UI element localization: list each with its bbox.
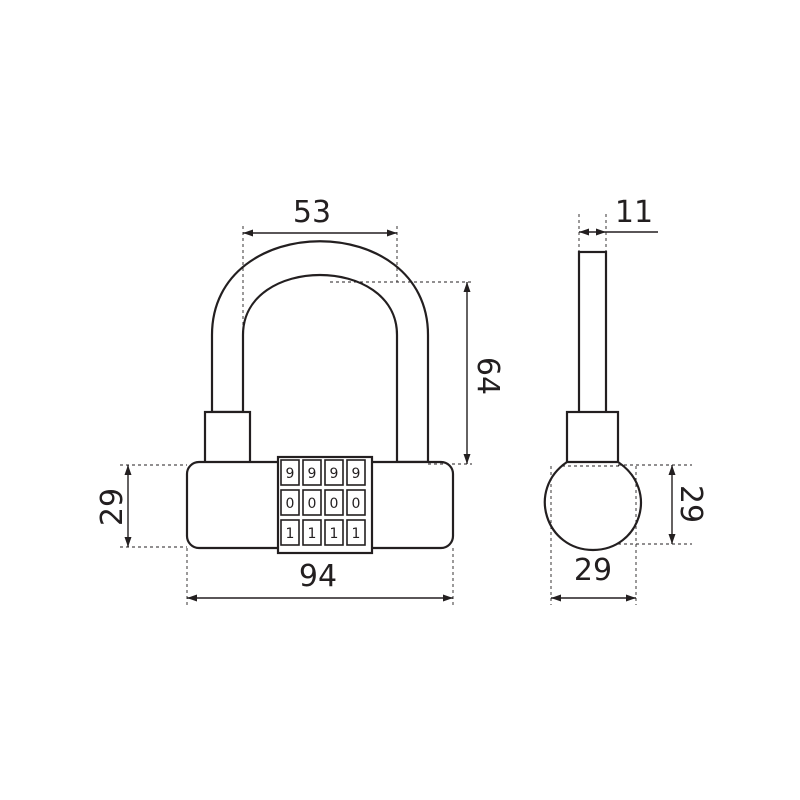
dim-body-depth: 29 bbox=[550, 466, 637, 605]
dial-digit: 1 bbox=[330, 526, 339, 542]
side-view bbox=[543, 250, 643, 552]
body-height-side-label: 29 bbox=[673, 485, 708, 523]
dial-cell bbox=[324, 459, 344, 486]
dim-shackle-diameter: 11 bbox=[578, 195, 658, 252]
shackle-diameter-label: 11 bbox=[615, 195, 653, 230]
body-depth-label: 29 bbox=[574, 553, 612, 588]
dim-shackle-width: 53 bbox=[242, 195, 398, 330]
dial-digit: 9 bbox=[330, 466, 339, 482]
dial-cell bbox=[302, 489, 322, 516]
dial-digit: 0 bbox=[286, 496, 295, 512]
u-shackle bbox=[210, 240, 430, 464]
dial-digit: 1 bbox=[352, 526, 361, 542]
dial-cell bbox=[324, 519, 344, 546]
dim-body-width: 94 bbox=[186, 548, 454, 605]
collar-side bbox=[565, 410, 620, 466]
dial-digit: 9 bbox=[308, 466, 317, 482]
dial-cell bbox=[302, 519, 322, 546]
dial-cell bbox=[302, 459, 322, 486]
lock-body-side bbox=[543, 460, 643, 552]
dial-cell bbox=[346, 489, 366, 516]
shackle-width-label: 53 bbox=[293, 195, 331, 230]
dial-cell bbox=[280, 519, 300, 546]
dial-cell bbox=[280, 489, 300, 516]
dial-cell bbox=[280, 459, 300, 486]
dim-body-height-front: 29 bbox=[95, 464, 187, 548]
dial-digit: 1 bbox=[286, 526, 295, 542]
dim-body-height-side: 29 bbox=[618, 464, 708, 545]
dial-digit: 0 bbox=[352, 496, 361, 512]
dial-cell bbox=[346, 519, 366, 546]
dial-digit: 9 bbox=[286, 466, 295, 482]
dial-digit: 0 bbox=[308, 496, 317, 512]
dial-cell bbox=[324, 489, 344, 516]
shackle-collar bbox=[203, 410, 252, 466]
dial-digit: 9 bbox=[352, 466, 361, 482]
shackle-side bbox=[577, 250, 608, 416]
dim-shackle-height: 64 bbox=[330, 281, 505, 465]
body-height-front-label: 29 bbox=[95, 488, 130, 526]
dial-digit: 1 bbox=[308, 526, 317, 542]
shackle-height-label: 64 bbox=[470, 357, 505, 395]
dial-digit: 0 bbox=[330, 496, 339, 512]
body-width-label: 94 bbox=[299, 559, 337, 594]
dial-cell bbox=[346, 459, 366, 486]
